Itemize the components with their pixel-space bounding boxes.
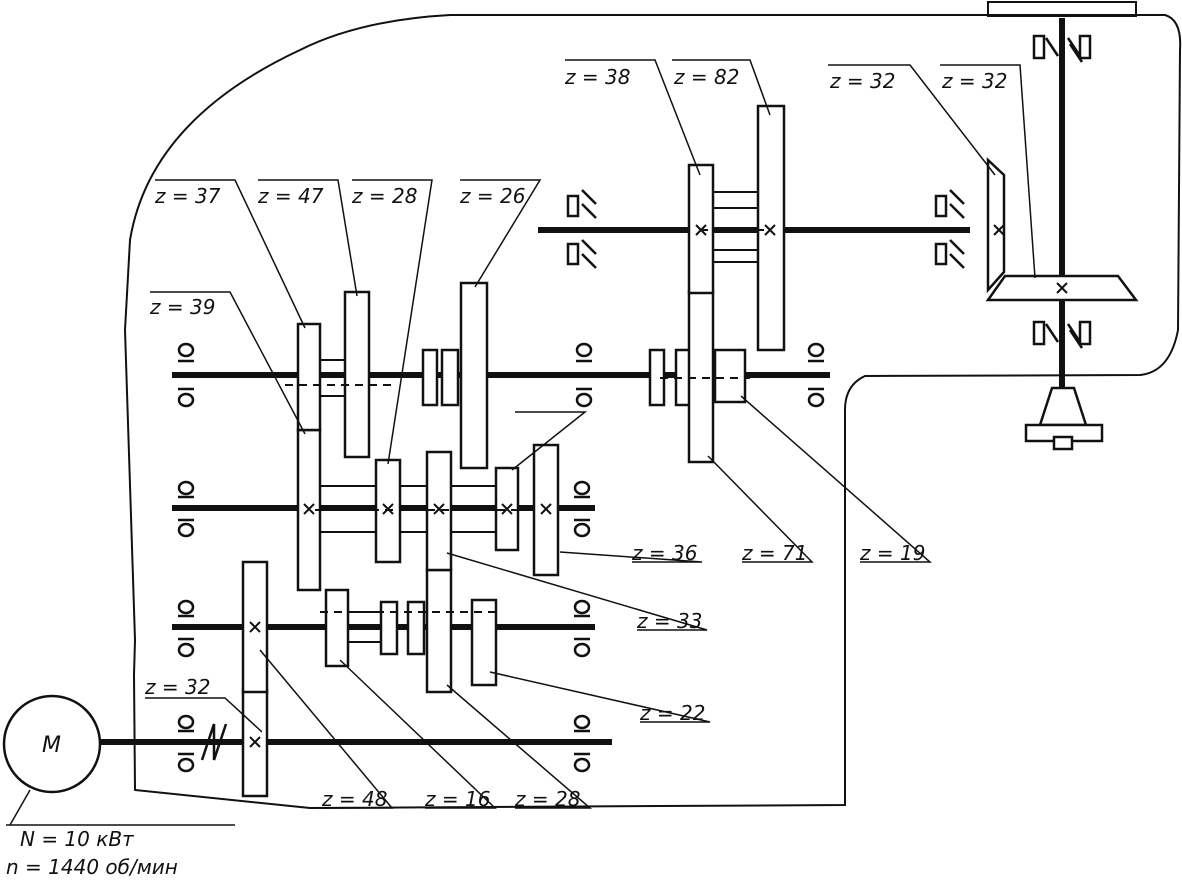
hidden-lines <box>285 229 770 613</box>
label-z32-bevel-b: z = 32 <box>941 69 1007 93</box>
thrust-bearing <box>566 189 597 269</box>
bearing-pair <box>575 342 593 408</box>
bearing-pair <box>573 480 591 538</box>
gear-small-b <box>406 600 426 656</box>
label-z16: z = 16 <box>424 787 490 811</box>
label-z19: z = 19 <box>859 541 925 565</box>
gear-z47 <box>343 290 371 459</box>
label-z32-bevel-a: z = 32 <box>829 69 895 93</box>
bearing-pair <box>807 342 825 408</box>
label-z39: z = 39 <box>149 295 215 319</box>
bearing-pair <box>573 714 591 773</box>
motor-speed-label: n = 1440 об/мин <box>6 855 178 879</box>
label-z36: z = 36 <box>631 541 697 565</box>
thrust-bearing <box>1032 34 1092 63</box>
label-z47: z = 47 <box>257 184 324 208</box>
bearing-pair <box>177 342 195 408</box>
gear-z22 <box>470 598 498 687</box>
gear-small-c <box>421 348 439 407</box>
top-boss <box>987 1 1137 17</box>
label-z33: z = 33 <box>636 609 702 633</box>
label-z28-bottom: z = 28 <box>514 787 580 811</box>
gears <box>241 104 786 798</box>
bevel-gear-horizontal <box>986 157 1006 294</box>
gear-z16 <box>324 588 350 668</box>
thrust-bearings <box>566 34 1092 349</box>
bearings <box>177 342 825 773</box>
label-z82: z = 82 <box>673 65 739 89</box>
clutch-coupling <box>200 723 228 761</box>
label-z37: z = 37 <box>154 184 221 208</box>
gear-z28-bottom <box>425 568 453 694</box>
label-z48: z = 48 <box>321 787 387 811</box>
label-z28-top: z = 28 <box>351 184 417 208</box>
leader-lines <box>145 59 1036 809</box>
gear-z37 <box>296 322 322 432</box>
gear-label-group: z = 38 z = 82 z = 32 z = 32 z = 37 z = 4… <box>144 65 1007 811</box>
label-z38: z = 38 <box>564 65 630 89</box>
bearing-pair <box>573 599 591 658</box>
housing-outline <box>123 14 1182 810</box>
motor-power-label: N = 10 кВт <box>20 827 135 851</box>
bearing-pair <box>177 714 195 773</box>
gear-z32-input <box>241 688 269 798</box>
bearing-pair <box>177 480 195 538</box>
spindle-nose <box>1024 386 1104 451</box>
motor-leader <box>9 789 31 826</box>
hubs <box>319 191 759 643</box>
thrust-bearing <box>934 189 965 269</box>
motor-symbol <box>2 694 102 794</box>
gear-z26 <box>459 281 489 470</box>
label-z26: z = 26 <box>459 184 525 208</box>
gear-small-d <box>440 348 460 407</box>
label-z22: z = 22 <box>639 701 705 725</box>
thrust-bearing <box>1032 320 1092 349</box>
label-z32-input: z = 32 <box>144 675 210 699</box>
gear-z19 <box>713 348 747 404</box>
label-z71: z = 71 <box>741 541 807 565</box>
motor-label: M <box>42 733 61 758</box>
gear-small-a <box>379 600 399 656</box>
bearing-pair <box>177 599 195 658</box>
gear-z36 <box>532 443 560 577</box>
gear-centre-markers <box>249 224 1068 748</box>
